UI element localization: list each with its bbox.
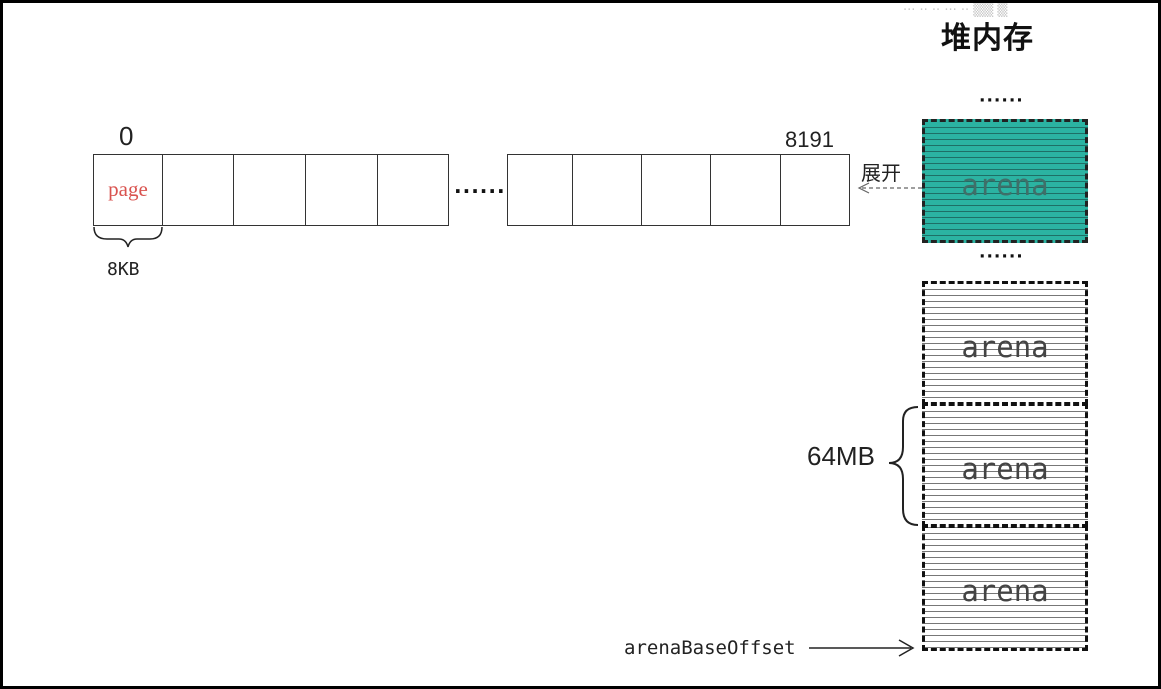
page-label: page	[108, 177, 148, 201]
span-cell	[377, 154, 449, 226]
middle-ellipsis: ······	[454, 179, 506, 203]
arena-base-offset-label: arenaBaseOffset	[624, 637, 796, 659]
arena-block: arena	[922, 403, 1088, 527]
watermark: ··· ·· ·· ··· ·· ▒▒ ▒	[903, 3, 1008, 18]
expand-label: 展开	[861, 161, 901, 185]
span-cell	[641, 154, 711, 226]
arena-label: arena	[961, 168, 1049, 202]
arena-size-brace	[888, 406, 919, 526]
page-size-brace	[93, 226, 163, 248]
base-offset-arrow-head	[898, 639, 915, 657]
span-cell	[507, 154, 573, 226]
arena-label: arena	[961, 330, 1049, 364]
span-cell	[162, 154, 234, 226]
arena-size-label: 64MB	[807, 441, 875, 471]
expand-arrow-head	[857, 182, 870, 194]
heap-mid-ellipsis: ······	[979, 247, 1024, 267]
arena-label: arena	[961, 574, 1049, 608]
span-cell-last	[780, 154, 850, 226]
page-size-label: 8KB	[107, 259, 140, 280]
arena-block: arena	[922, 525, 1088, 651]
span-cell	[305, 154, 378, 226]
heap-memory-heading: 堆内存	[941, 21, 1034, 56]
arena-block-highlighted: arena	[922, 119, 1088, 243]
diagram-connectors	[93, 182, 922, 657]
arena-label: arena	[961, 452, 1049, 486]
diagram-canvas: ··· ·· ·· ··· ·· ▒▒ ▒ 堆内存 0 8191 page ··…	[3, 3, 1158, 686]
span-index-start: 0	[119, 121, 134, 151]
heap-top-ellipsis: ······	[979, 91, 1024, 111]
span-index-end: 8191	[785, 127, 834, 152]
